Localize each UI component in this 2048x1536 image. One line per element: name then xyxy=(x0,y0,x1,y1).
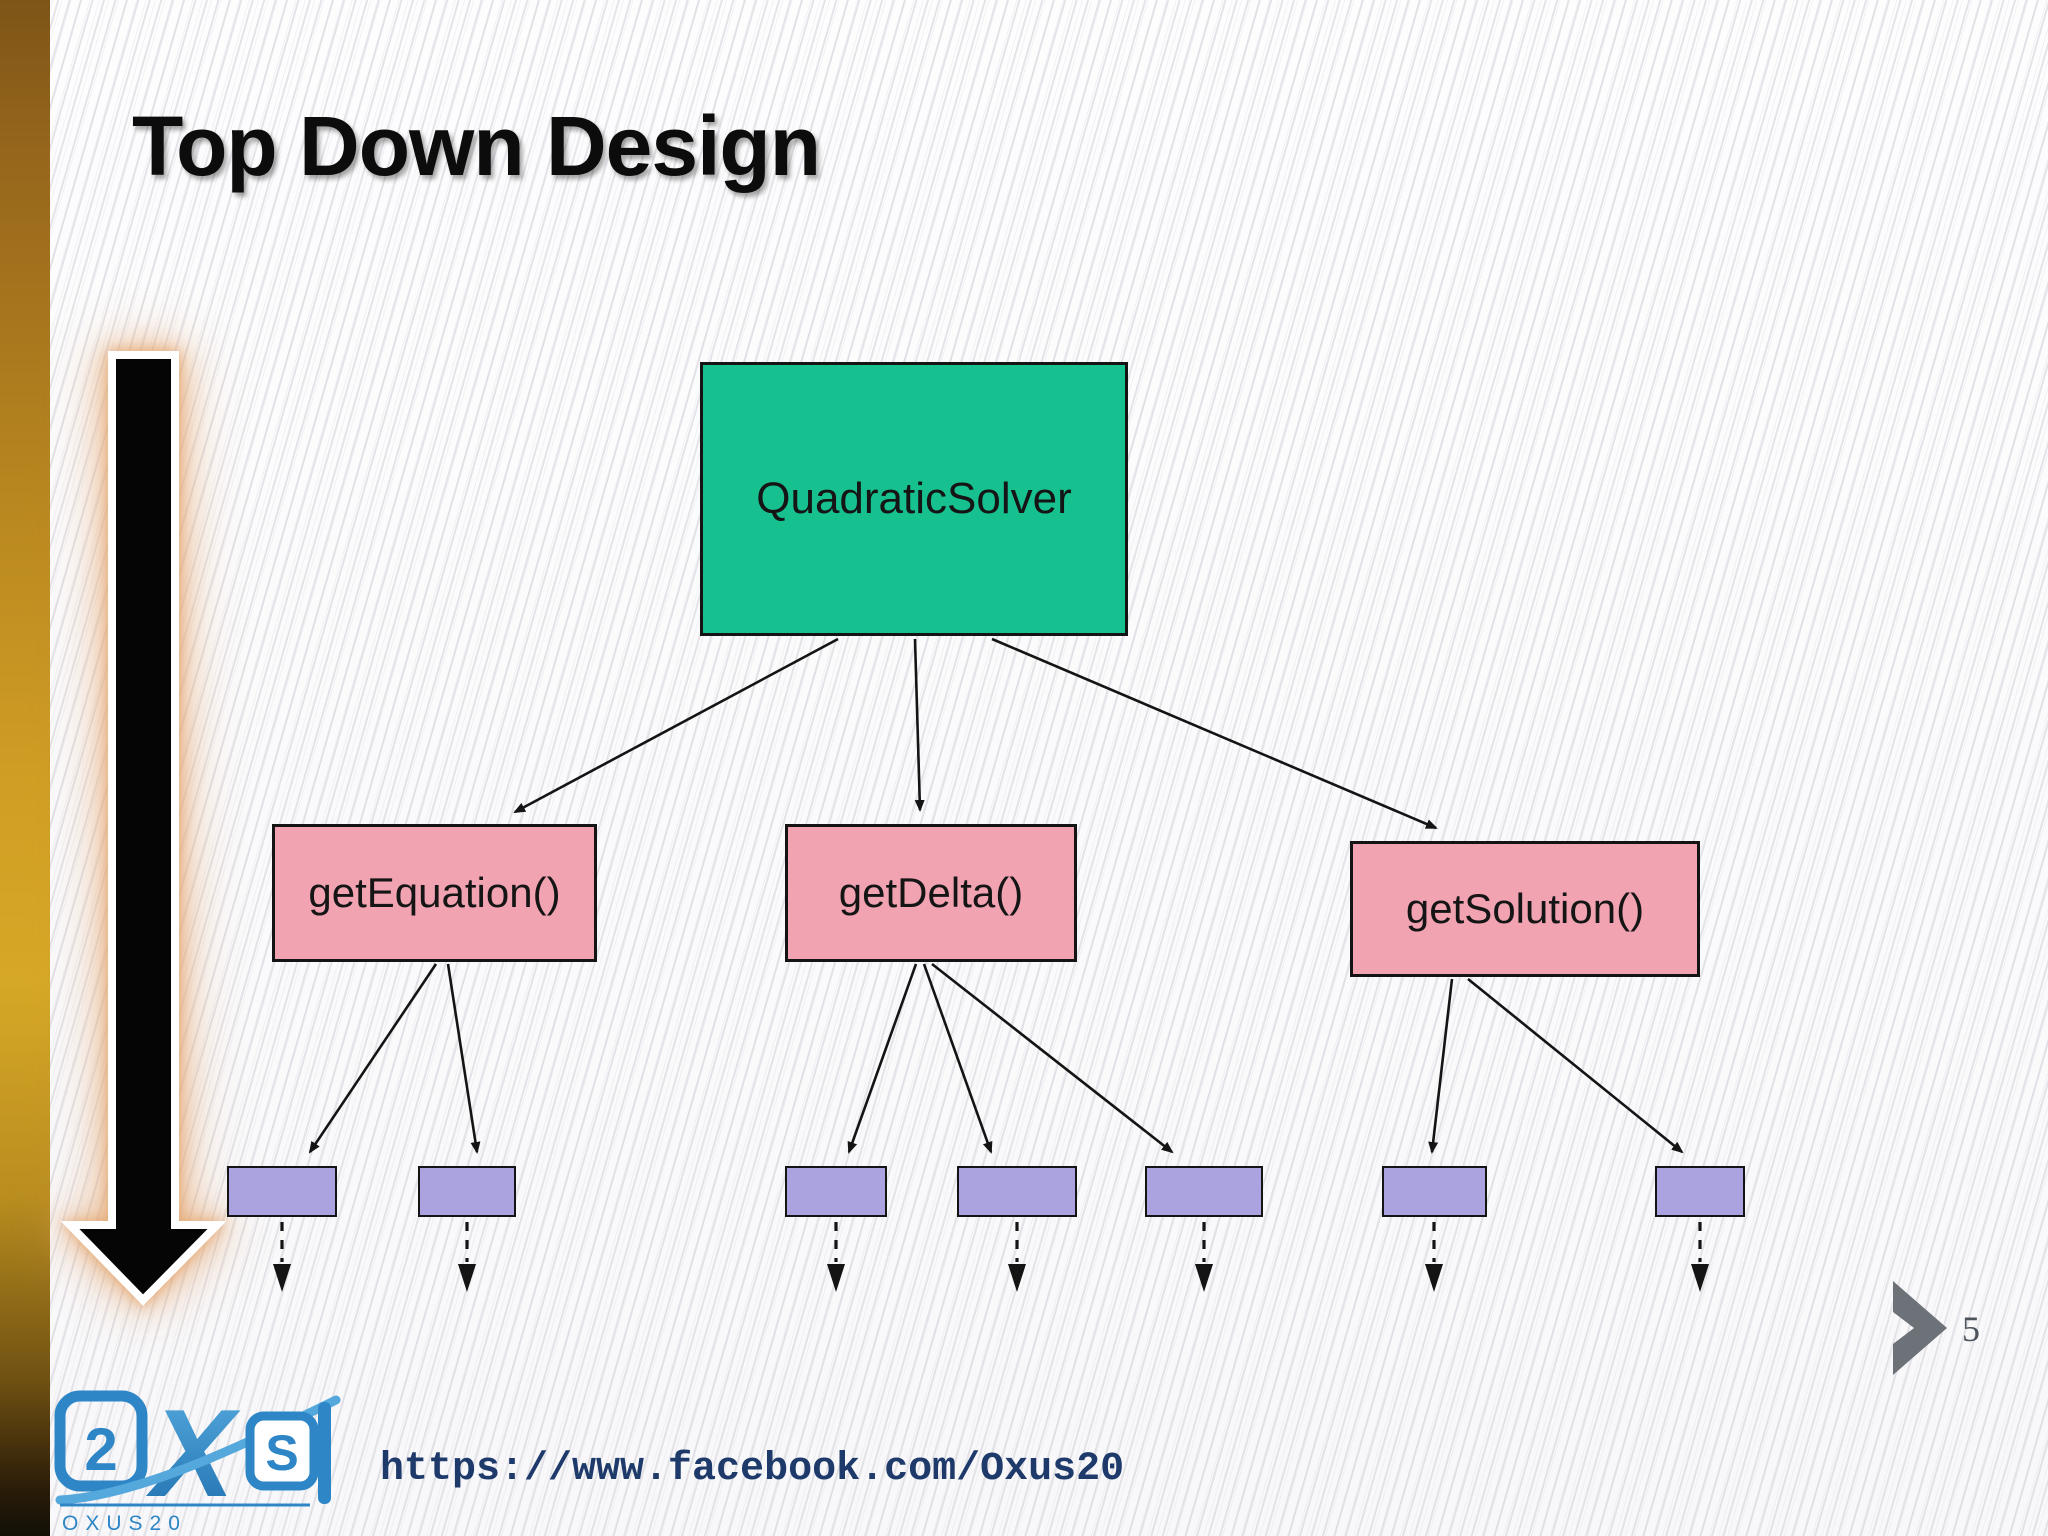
leaf-box xyxy=(1145,1166,1263,1217)
facebook-url-link[interactable]: https://www.facebook.com/Oxus20 xyxy=(380,1447,1125,1492)
logo-glyph-s: S xyxy=(265,1425,298,1481)
logo-rounded-square xyxy=(54,1390,148,1492)
children-to-leaves-lines xyxy=(308,962,1684,1154)
next-slide-chevron-icon[interactable] xyxy=(1885,1275,1955,1380)
logo-s-box xyxy=(245,1411,319,1491)
node-getequation: getEquation() xyxy=(272,824,597,962)
oxus20-logo: 2 X S OXUS20 xyxy=(54,1386,341,1535)
node-getsolution: getSolution() xyxy=(1350,841,1700,977)
logo-wordmark: OXUS20 xyxy=(62,1512,187,1535)
left-gold-sidebar xyxy=(0,0,50,1536)
logo-bar xyxy=(318,1402,331,1504)
node-getdelta: getDelta() xyxy=(785,824,1077,962)
page-number: 5 xyxy=(1962,1309,1980,1349)
node-getdelta-label: getDelta() xyxy=(838,869,1024,916)
leaf-dashed-arrows xyxy=(273,1222,1709,1292)
node-quadraticsolver: QuadraticSolver xyxy=(700,362,1128,636)
leaf-box xyxy=(1655,1166,1745,1217)
node-getequation-label: getEquation() xyxy=(308,869,561,916)
node-getsolution-label: getSolution() xyxy=(1405,885,1645,932)
leaf-box xyxy=(418,1166,516,1217)
leaf-box xyxy=(1382,1166,1487,1217)
leaf-box xyxy=(227,1166,337,1217)
root-to-children-lines xyxy=(513,637,1438,830)
slide-title: Top Down Design xyxy=(132,99,821,193)
top-down-arrow-icon xyxy=(60,351,227,1306)
node-quadraticsolver-label: QuadraticSolver xyxy=(756,474,1072,523)
leaf-box xyxy=(957,1166,1077,1217)
logo-glyph-2: 2 xyxy=(84,1416,117,1483)
leaf-box xyxy=(785,1166,887,1217)
